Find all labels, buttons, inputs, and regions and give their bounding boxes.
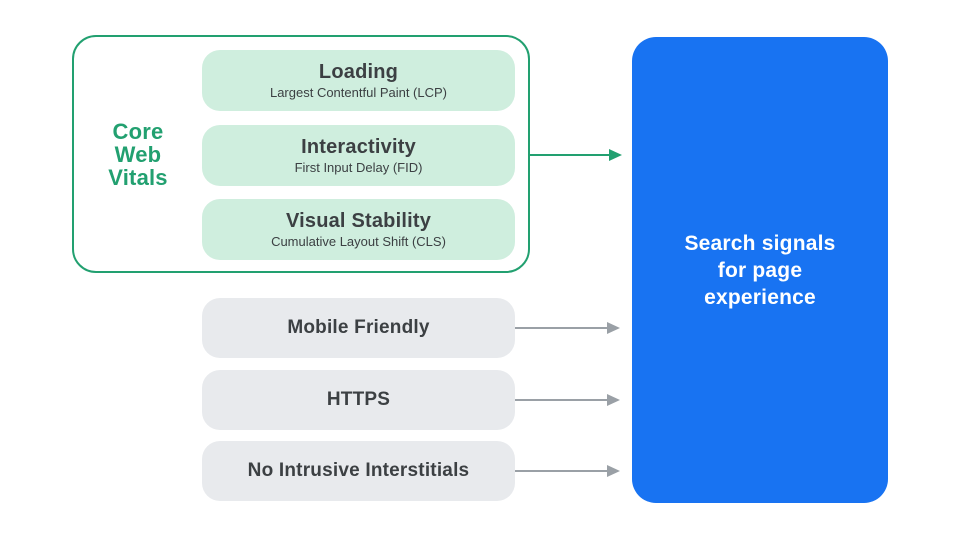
core-web-vitals-label: Core Web Vitals	[108, 118, 168, 190]
metric-card-visual-stability: Visual Stability Cumulative Layout Shift…	[202, 199, 515, 260]
metric-subtitle-fid: First Input Delay (FID)	[294, 160, 423, 175]
metric-title-visual-stability: Visual Stability	[285, 210, 432, 232]
interstitials-to-result-arrow-icon	[515, 465, 620, 477]
arrow-shaft	[515, 399, 609, 401]
https-to-result-arrow-icon	[515, 394, 620, 406]
signal-card-mobile-friendly: Mobile Friendly	[202, 298, 515, 358]
arrow-shaft	[530, 154, 611, 156]
arrow-head	[607, 322, 620, 334]
metric-subtitle-lcp: Largest Contentful Paint (LCP)	[269, 85, 448, 100]
arrow-shaft	[515, 327, 609, 329]
signal-label-mobile-friendly: Mobile Friendly	[287, 317, 430, 338]
result-text-line-3: experience	[704, 285, 816, 309]
signal-card-https: HTTPS	[202, 370, 515, 430]
metric-card-interactivity: Interactivity First Input Delay (FID)	[202, 125, 515, 186]
metric-subtitle-cls: Cumulative Layout Shift (CLS)	[271, 234, 446, 249]
arrow-shaft	[515, 470, 609, 472]
mobile-friendly-to-result-arrow-icon	[515, 322, 620, 334]
arrow-head	[607, 394, 620, 406]
signal-label-no-intrusive-interstitials: No Intrusive Interstitials	[247, 460, 470, 481]
signal-label-https: HTTPS	[326, 389, 391, 410]
search-signals-result-box: Search signals for page experience	[632, 37, 888, 503]
metric-card-loading: Loading Largest Contentful Paint (LCP)	[202, 50, 515, 111]
core-web-vitals-to-result-arrow-icon	[530, 149, 622, 161]
metric-title-interactivity: Interactivity	[301, 136, 416, 158]
signal-card-no-intrusive-interstitials: No Intrusive Interstitials	[202, 441, 515, 501]
core-web-vitals-group: Core Web Vitals Loading Largest Contentf…	[72, 35, 530, 273]
result-text-line-1: Search signals	[684, 231, 836, 255]
arrow-head	[609, 149, 622, 161]
result-text-line-2: for page	[717, 258, 803, 282]
metric-title-loading: Loading	[318, 61, 399, 83]
arrow-head	[607, 465, 620, 477]
